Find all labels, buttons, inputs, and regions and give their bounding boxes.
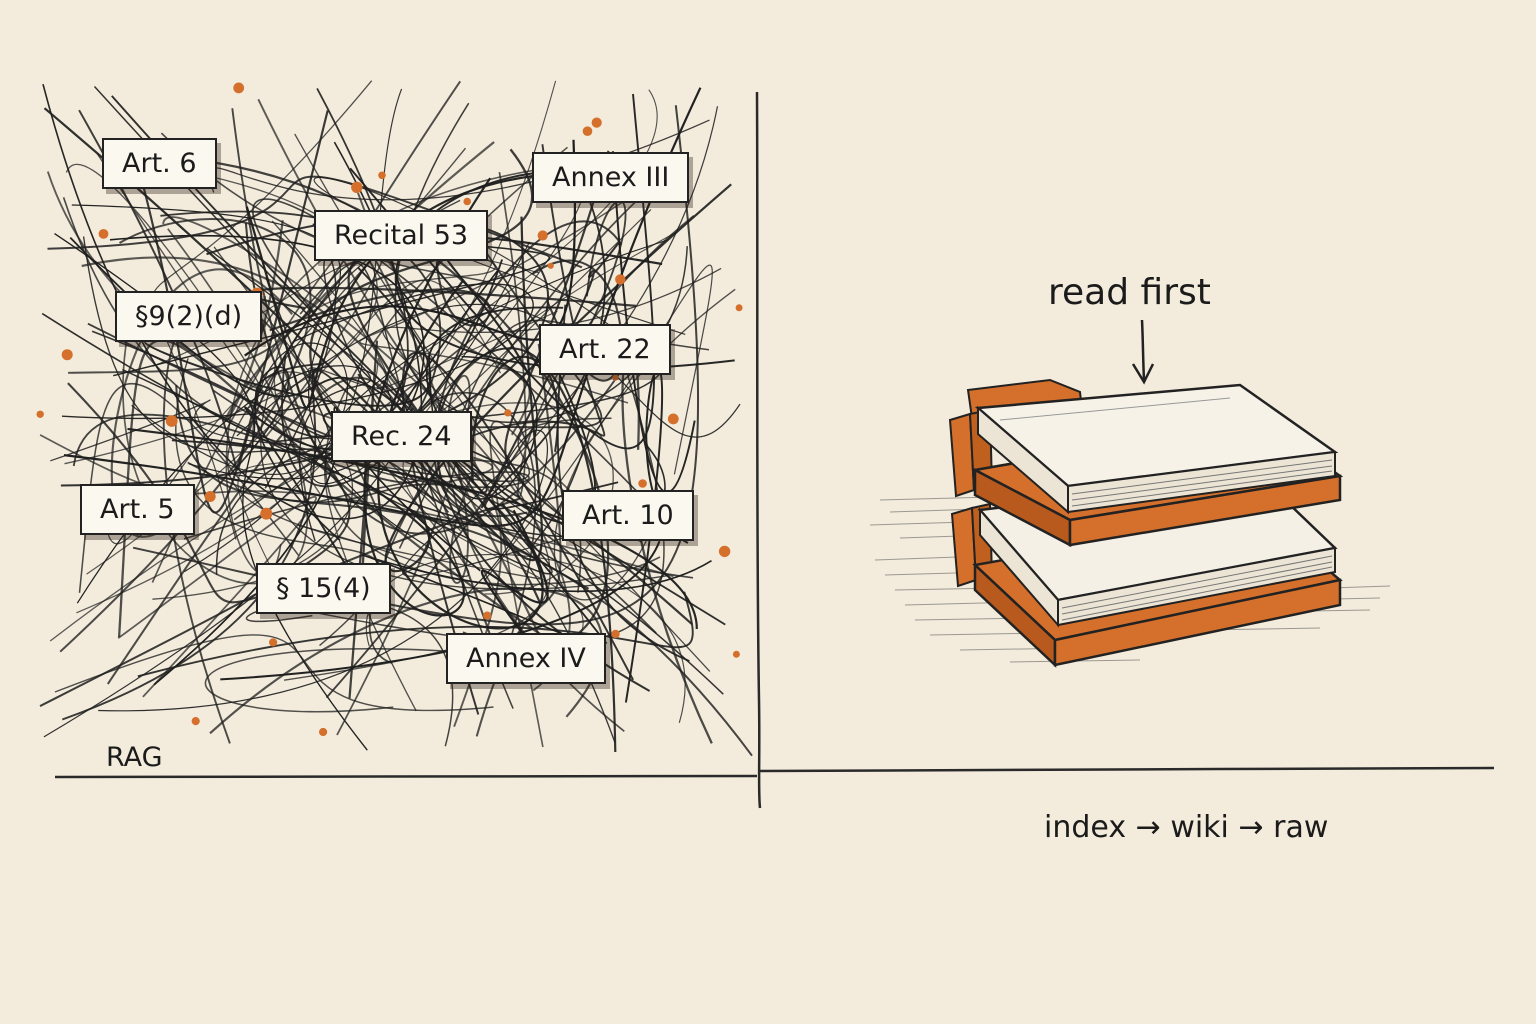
accent-dot: [611, 629, 620, 639]
tag-rec-24: Rec. 24: [331, 411, 472, 463]
accent-dot: [204, 491, 216, 502]
tangle-line: [257, 98, 503, 728]
accent-dot: [61, 349, 73, 361]
tangle-line: [402, 106, 719, 577]
tangle-line: [59, 218, 312, 653]
accent-dot: [547, 262, 554, 269]
flow-arrow-icon: →: [1135, 810, 1161, 845]
accent-dot: [260, 507, 273, 520]
tangle-line: [175, 384, 753, 757]
tangle-line: [446, 144, 606, 447]
tangle-line: [362, 554, 712, 637]
tangle-line: [306, 417, 612, 482]
tag-annex-iii: Annex III: [532, 152, 690, 204]
tangle-line: [272, 366, 665, 645]
accent-dot: [504, 409, 512, 417]
flow-arrow-icon: →: [1238, 810, 1264, 845]
accent-dot: [191, 717, 200, 726]
tangle-line: [483, 264, 713, 582]
tangle-line: [50, 399, 297, 462]
accent-dot: [165, 415, 178, 427]
tangle-line: [227, 366, 341, 541]
tangle-line: [313, 176, 686, 344]
tangle-line: [359, 184, 649, 404]
tangle-line: [408, 391, 694, 648]
right-baseline: [759, 766, 1495, 773]
accent-dot: [612, 374, 619, 381]
tangle-line: [206, 247, 372, 542]
accent-dot: [735, 304, 743, 312]
tangle-line: [71, 204, 444, 557]
tangle-line: [49, 402, 614, 642]
tangle-line: [61, 369, 485, 721]
accent-dot: [615, 274, 626, 285]
accent-dot: [36, 410, 44, 418]
flow-step-wiki: wiki: [1170, 810, 1229, 845]
accent-dot: [269, 638, 278, 647]
tangle-line: [81, 256, 561, 678]
accent-dot: [638, 479, 647, 488]
tag-annex-iv: Annex IV: [446, 633, 606, 685]
tangle-line: [117, 339, 607, 678]
tag-art-22: Art. 22: [539, 324, 671, 376]
tangle-line: [64, 158, 378, 465]
top-folder-icon: [948, 378, 1344, 548]
flow-step-raw: raw: [1273, 810, 1329, 845]
accent-dot: [378, 171, 386, 180]
tangle-line: [269, 261, 491, 332]
tag-recital-53: Recital 53: [314, 210, 489, 262]
tangle-line: [402, 231, 678, 639]
read-first-annotation: read first: [1048, 272, 1211, 313]
tag-art-6: Art. 6: [102, 138, 217, 190]
tangle-line: [93, 85, 553, 575]
tag-art-10: Art. 10: [562, 490, 694, 542]
tangle-line: [325, 199, 627, 699]
vertical-divider: [755, 91, 762, 809]
tangle-line: [273, 243, 496, 496]
accent-dot: [233, 82, 245, 94]
tangle-line: [252, 198, 664, 519]
accent-dot: [319, 727, 328, 737]
tangle-line: [611, 151, 696, 494]
tangle-line: [117, 495, 317, 698]
tangle-line: [68, 80, 462, 374]
accent-dot: [463, 197, 472, 206]
accent-dot: [667, 413, 679, 425]
accent-dot: [732, 650, 740, 658]
read-first-arrow-icon: [1131, 319, 1155, 385]
tangle-line: [245, 172, 562, 409]
accent-dot: [537, 230, 548, 241]
tangle-line: [106, 376, 492, 685]
left-baseline: [54, 774, 758, 779]
tag-section-15-4: § 15(4): [256, 563, 391, 615]
tangle-line: [504, 150, 693, 625]
flow-caption: index → wiki → raw: [1044, 810, 1328, 845]
tangle-line: [98, 429, 549, 712]
tangle-line: [401, 351, 634, 715]
accent-dot: [591, 117, 602, 128]
accent-dot: [582, 126, 593, 136]
flow-step-index: index: [1044, 810, 1127, 845]
accent-dot: [718, 545, 731, 558]
tag-section-9-2-d: §9(2)(d): [115, 291, 263, 343]
accent-dot: [351, 181, 363, 193]
accent-dot: [98, 229, 109, 239]
tangle-line: [244, 259, 503, 587]
tag-art-5: Art. 5: [80, 484, 195, 536]
rag-caption: RAG: [106, 742, 163, 773]
tangle-line: [204, 648, 495, 713]
accent-dot: [483, 611, 492, 620]
tangle-line: [39, 434, 674, 578]
